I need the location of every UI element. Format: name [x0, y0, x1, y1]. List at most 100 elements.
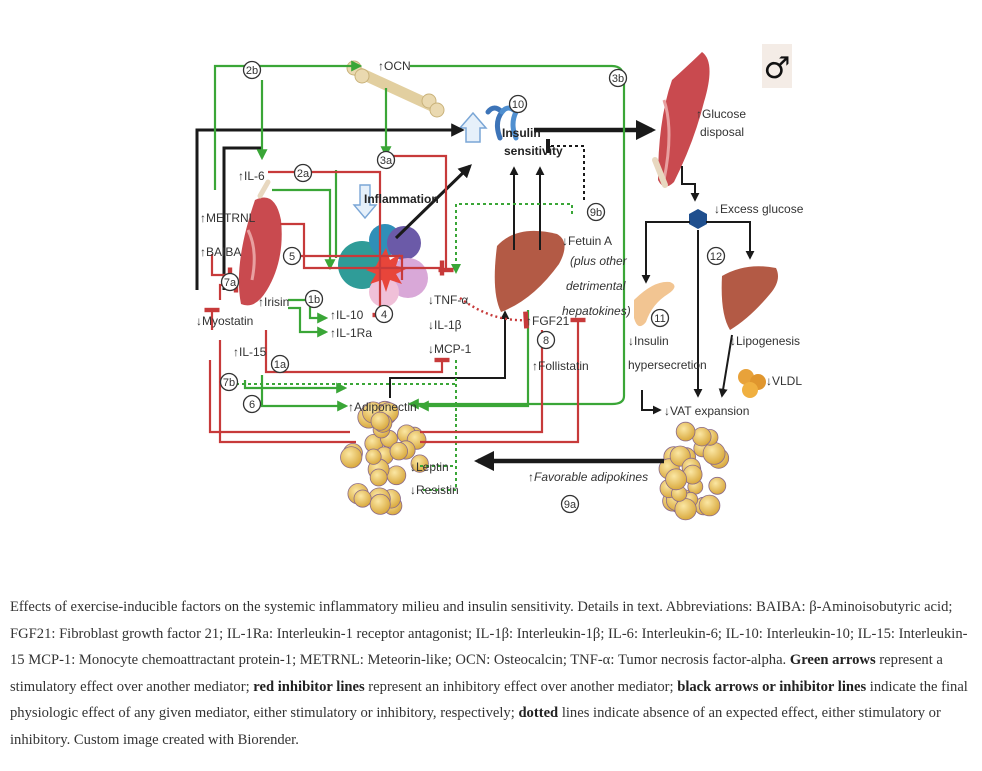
marker-label: 7a — [224, 277, 237, 289]
marker-9a: 9a — [560, 494, 580, 514]
fat-cell — [370, 411, 390, 431]
caption-text-5: lines indicate absence of an expected ef… — [10, 705, 941, 748]
marker-1a: 1a — [270, 354, 290, 374]
black-final-effect-lines — [195, 119, 755, 472]
myostatin-label: ↓Myostatin — [196, 314, 253, 328]
marker-5: 5 — [282, 246, 302, 266]
marker-label: 9a — [564, 499, 577, 511]
fetuin-note-3: hepatokines) — [562, 304, 631, 318]
fat-cell — [665, 468, 687, 491]
glucose-disposal-label-2: disposal — [700, 125, 744, 139]
resistin-label: ↓Resistin — [410, 483, 459, 497]
marker-label: 10 — [512, 99, 524, 111]
lipogenesis-label: ↓Lipogenesis — [730, 334, 800, 348]
fat-cell — [386, 465, 407, 486]
insulin-sensitivity-label-2: sensitivity — [504, 144, 563, 158]
tnf-label: ↓TNF-α — [428, 293, 468, 307]
adipose-tissue-icon — [340, 400, 429, 516]
marker-label: 6 — [249, 399, 255, 411]
male-symbol-badge: ♂ — [762, 44, 792, 88]
marker-label: 1a — [274, 359, 287, 371]
vldl-label: ↓VLDL — [766, 374, 802, 388]
fat-cell — [389, 442, 409, 461]
fat-cell — [369, 493, 391, 515]
liver-icon — [494, 230, 565, 312]
glucose-disposal-label-1: ↑Glucose — [696, 107, 746, 121]
fat-cell — [702, 441, 726, 465]
metrnl-label: ↑METRNL — [200, 211, 256, 225]
caption-red-lines: red inhibitor lines — [253, 678, 365, 695]
black-dotted-lines — [546, 139, 585, 200]
marker-9b: 9b — [586, 202, 606, 222]
marker-7a: 7a — [220, 272, 240, 292]
fgf21-label: ↑FGF21 — [526, 314, 570, 328]
fetuin-note-2: detrimental — [566, 279, 626, 293]
marker-2a: 2a — [293, 163, 313, 183]
marker-label: 5 — [289, 251, 295, 263]
marker-10: 10 — [508, 94, 528, 114]
mcp1-label: ↓MCP-1 — [428, 342, 472, 356]
numbered-markers: 2b 3b 10 2a 3a 9b 5 7a 1b 4 1a 7b 6 8 11 12 9a — [219, 60, 726, 514]
fat-cell — [353, 489, 372, 508]
caption-text-1: Effects of exercise-inducible factors on… — [10, 599, 968, 668]
favorable-adipokines-label: ↑Favorable adipokines — [528, 470, 648, 484]
sex-symbol: ♂ — [764, 51, 791, 86]
leptin-label: ↓Leptin — [410, 460, 449, 474]
baiba-label: ↑BAIBA — [200, 245, 241, 259]
diagram-labels: ↑OCN Insulin sensitivity ↑Glucose dispos… — [196, 59, 804, 497]
marker-2b: 2b — [242, 60, 262, 80]
marker-8: 8 — [536, 330, 556, 350]
marker-label: 9b — [590, 207, 602, 219]
marker-label: 3b — [612, 73, 624, 85]
adipose-tissue-right-icon — [658, 421, 730, 521]
marker-7b: 7b — [219, 372, 239, 392]
caption-text-2: represent a stimulatory effect over anot… — [10, 652, 943, 695]
ocn-label: ↑OCN — [378, 59, 411, 73]
fat-cell — [365, 448, 382, 465]
marker-1b: 1b — [304, 289, 324, 309]
marker-label: 1b — [308, 294, 320, 306]
green-stimulatory-lines — [213, 60, 626, 412]
marker-label: 3a — [380, 155, 393, 167]
marker-label: 8 — [543, 335, 549, 347]
liver-right-icon — [721, 266, 778, 330]
fetuin-note-1: (plus other — [570, 254, 628, 268]
il1b-label: ↓IL-1β — [428, 318, 462, 332]
il10-label: ↑IL-10 — [330, 308, 364, 322]
fat-cell — [369, 468, 388, 487]
marker-label: 7b — [223, 377, 235, 389]
vat-expansion-label: ↓VAT expansion — [664, 404, 749, 418]
increase-arrow-icon — [458, 111, 488, 143]
caption-dotted: dotted — [518, 705, 559, 721]
marker-label: 11 — [654, 313, 665, 325]
irisin-label: ↑Irisin — [258, 295, 289, 309]
il15-label: ↑IL-15 — [233, 345, 267, 359]
muscle-icon-right — [652, 52, 710, 188]
marker-label: 2a — [297, 168, 310, 180]
adiponectin-label: ↑Adiponectin — [348, 400, 417, 414]
fat-cell — [708, 476, 727, 495]
fat-cell — [675, 421, 696, 442]
fat-cell — [698, 494, 721, 517]
il6-label: ↑IL-6 — [238, 169, 265, 183]
marker-3b: 3b — [608, 68, 628, 88]
caption-text-3: represent an inhibitory effect over anot… — [364, 678, 678, 695]
insulin-hypersecretion-label-1: ↓Insulin — [628, 334, 669, 348]
inflammation-label: Inflammation — [364, 192, 439, 206]
marker-label: 4 — [381, 309, 387, 321]
fat-cell — [410, 454, 429, 473]
follistatin-label: ↑Follistatin — [532, 359, 589, 373]
insulin-hypersecretion-label-2: hypersecretion — [628, 358, 707, 372]
caption-green-arrows: Green arrows — [789, 652, 876, 668]
caption-text-4: indicate the final physiologic effect of… — [10, 678, 968, 722]
marker-3a: 3a — [376, 150, 396, 170]
exercise-factors-diagram: ♂ — [195, 44, 804, 521]
il1ra-label: ↑IL-1Ra — [330, 326, 372, 340]
glucose-hexagon-icon — [689, 209, 707, 229]
marker-label: 2b — [246, 65, 258, 77]
marker-label: 12 — [710, 251, 722, 263]
excess-glucose-label: ↓Excess glucose — [714, 202, 804, 216]
vldl-icon — [738, 369, 766, 398]
marker-12: 12 — [706, 246, 726, 266]
